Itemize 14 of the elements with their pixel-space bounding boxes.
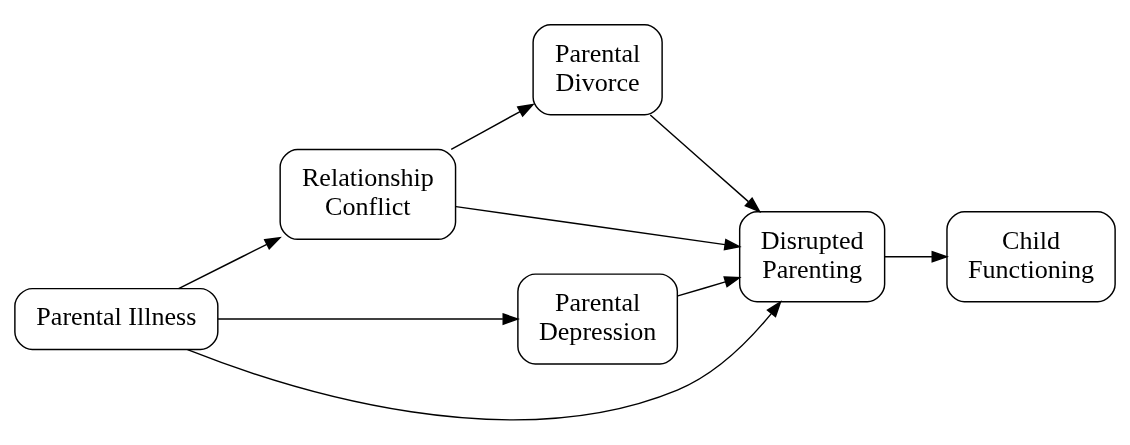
node-box: Relationship Conflict xyxy=(279,148,457,241)
arrow xyxy=(177,236,282,290)
arrow xyxy=(455,205,742,251)
arrow xyxy=(884,250,949,263)
arrow xyxy=(186,300,782,421)
node-box: Child Functioning xyxy=(946,211,1116,303)
arrow xyxy=(649,114,762,213)
node-box: Parental Illness xyxy=(14,287,219,351)
arrow xyxy=(217,312,520,326)
node-box: Parental Divorce xyxy=(532,24,663,116)
arrow xyxy=(677,276,742,297)
node-box: Parental Depression xyxy=(517,273,679,365)
arrow xyxy=(450,103,535,151)
node-box: Disrupted Parenting xyxy=(738,211,886,303)
